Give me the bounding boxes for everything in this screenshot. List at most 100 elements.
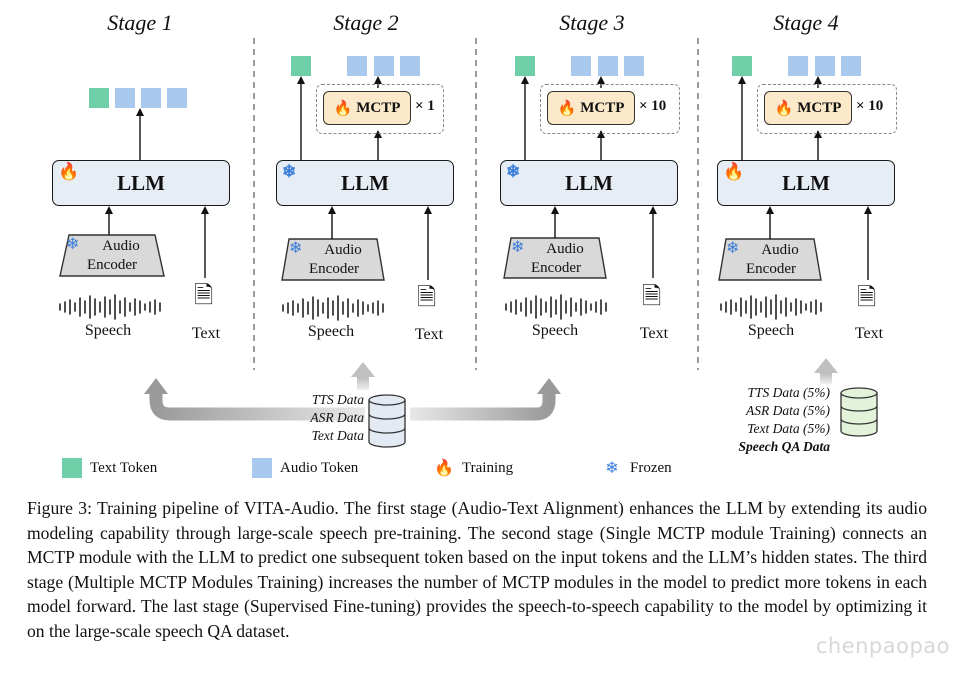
text-label: Text	[639, 325, 669, 342]
text-token	[515, 56, 535, 76]
document-icon: 🗎	[642, 284, 662, 310]
data-item: Speech QA Data	[738, 439, 830, 454]
speech-label: Speech	[747, 322, 795, 339]
audio-encoder-box	[718, 238, 822, 281]
watermark: chenpaopao	[815, 634, 950, 658]
legend-audio-token: Audio Token	[252, 458, 358, 478]
text-token-swatch	[62, 458, 82, 478]
stage-1-graphics	[59, 88, 209, 320]
snowflake-icon: ❄	[506, 162, 521, 181]
data-flow-arrowhead	[537, 378, 561, 394]
mctp-label: MCTP	[580, 99, 625, 116]
data-flow-arrowhead	[351, 362, 375, 377]
database-icon	[368, 394, 406, 448]
mctp-label: MCTP	[797, 99, 842, 116]
snowflake-icon: ❄	[726, 240, 740, 257]
stage-2-graphics	[281, 56, 432, 321]
audio-encoder-label: Audio Encoder	[66, 237, 158, 275]
stage-title: Stage 4	[773, 10, 839, 35]
document-icon: 🗎	[857, 285, 877, 311]
fire-icon: 🔥	[557, 100, 577, 117]
legend-label: Frozen	[630, 459, 672, 476]
llm-label: LLM	[782, 170, 830, 195]
audio-encoder-label: Audio Encoder	[510, 240, 602, 278]
snowflake-icon: ❄	[511, 239, 525, 256]
speech-label: Speech	[307, 323, 355, 340]
document-icon: 🗎	[417, 285, 437, 311]
speech-waveform-icon	[720, 294, 822, 320]
legend-label: Training	[462, 459, 514, 476]
audio-token	[400, 56, 420, 76]
audio-token	[815, 56, 835, 76]
encoder-line: Audio	[761, 242, 799, 258]
audio-encoder-label: Audio Encoder	[725, 241, 817, 279]
mctp-multiplier: × 10	[639, 98, 667, 114]
audio-token	[841, 56, 861, 76]
mctp-multiplier: × 10	[856, 98, 884, 114]
text-token	[291, 56, 311, 76]
audio-token	[624, 56, 644, 76]
audio-token	[374, 56, 394, 76]
fire-icon: 🔥	[333, 100, 353, 117]
audio-token	[141, 88, 161, 108]
audio-token	[167, 88, 187, 108]
encoder-line: Encoder	[309, 261, 359, 277]
audio-encoder-label: Audio Encoder	[288, 241, 380, 279]
stage-4-graphics	[718, 56, 872, 320]
snowflake-icon: ❄	[66, 236, 80, 253]
llm-label: LLM	[117, 170, 165, 195]
speech-waveform-icon	[505, 294, 607, 320]
encoder-line: Audio	[102, 238, 140, 254]
llm-label: LLM	[565, 170, 613, 195]
data-item: ASR Data	[310, 410, 364, 425]
legend-label: Audio Token	[280, 459, 359, 476]
legend-training: 🔥 Training	[434, 458, 513, 478]
audio-token-swatch	[252, 458, 272, 478]
legend-text-token: Text Token	[62, 458, 157, 478]
data-item: ASR Data (5%)	[746, 403, 830, 418]
data-flow-arrowhead	[144, 378, 168, 394]
encoder-line: Encoder	[531, 260, 581, 276]
text-token	[89, 88, 109, 108]
audio-token	[788, 56, 808, 76]
speech-waveform-icon	[282, 295, 384, 321]
pretrain-data-list: TTS Data ASR Data Text Data	[276, 391, 364, 445]
text-label: Text	[854, 325, 884, 342]
text-label: Text	[414, 326, 444, 343]
mctp-multiplier: × 1	[415, 98, 435, 114]
data-flow-arrow-left	[149, 392, 365, 421]
data-flow-arrow-right	[410, 392, 556, 421]
figure-caption: Figure 3: Training pipeline of VITA-Audi…	[27, 498, 927, 641]
speech-label: Speech	[531, 322, 579, 339]
data-item: Text Data (5%)	[747, 421, 830, 436]
stage-title: Stage 2	[333, 10, 399, 35]
document-icon: 🗎	[194, 283, 214, 309]
fire-icon: 🔥	[723, 162, 745, 181]
llm-label: LLM	[341, 170, 389, 195]
fire-icon: 🔥	[58, 162, 80, 181]
snowflake-icon: ❄	[605, 460, 619, 477]
speech-label: Speech	[84, 322, 132, 339]
data-item: TTS Data	[311, 392, 364, 407]
stage-title: Stage 3	[559, 10, 625, 35]
data-flow-arrow-up	[820, 372, 832, 384]
encoder-line: Encoder	[746, 261, 796, 277]
data-item: TTS Data (5%)	[747, 385, 830, 400]
llm-block: 🔥 LLM	[52, 160, 230, 206]
audio-encoder-box	[281, 238, 385, 281]
llm-block: ❄ LLM	[500, 160, 678, 206]
audio-token	[571, 56, 591, 76]
mctp-block: 🔥 MCTP	[323, 91, 411, 125]
database-icon	[840, 387, 878, 437]
stage-title: Stage 1	[107, 10, 173, 35]
mctp-block: 🔥 MCTP	[764, 91, 852, 125]
encoder-line: Audio	[546, 241, 584, 257]
mctp-group: 🔥 MCTP × 10	[757, 84, 897, 134]
llm-block: ❄ LLM	[276, 160, 454, 206]
audio-encoder-box	[59, 234, 165, 277]
fire-icon: 🔥	[774, 100, 794, 117]
snowflake-icon: ❄	[282, 162, 297, 181]
audio-token	[598, 56, 618, 76]
mctp-group: 🔥 MCTP × 10	[540, 84, 680, 134]
